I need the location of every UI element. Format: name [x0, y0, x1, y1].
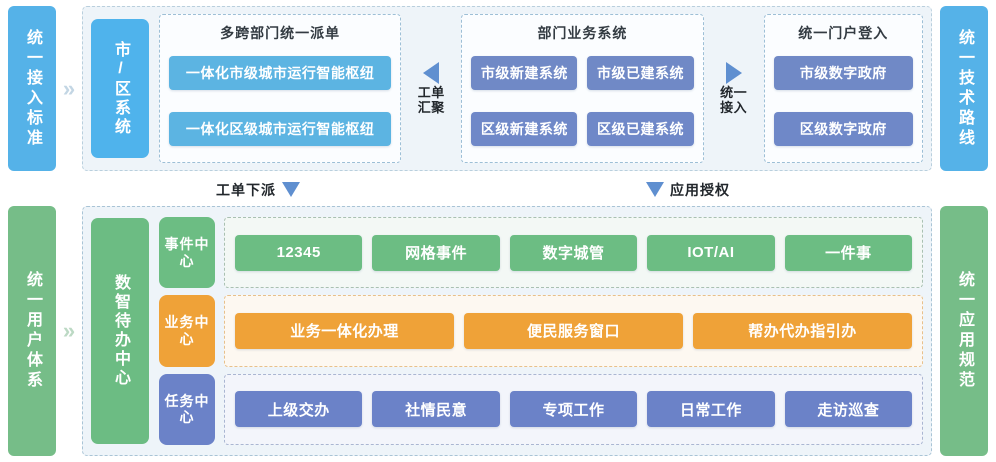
rail-label: 统一应用规范 [956, 271, 973, 391]
group-row: 区级新建系统 区级已建系统 [471, 112, 694, 146]
chevron-right-icon-bottom: » [56, 206, 82, 456]
rail-unified-app-spec: 统一应用规范 [940, 206, 988, 456]
chip-special-work[interactable]: 专项工作 [509, 391, 638, 428]
rail-label: 统一用户体系 [24, 271, 41, 391]
bottom-band: 统一用户体系 » 数智待办中心 事件中心 12345 网格事件 数字城管 IOT… [0, 204, 996, 462]
top-panel: 市/区系统 多跨部门统一派单 一体化市级城市运行智能枢纽 一体化区级城市运行智能… [82, 6, 932, 171]
group-unified-portal-login: 统一门户登入 市级数字政府 区级数字政府 [763, 14, 923, 163]
track-event-center: 12345 网格事件 数字城管 IOT/AI 一件事 [224, 217, 923, 289]
chip-12345[interactable]: 12345 [235, 234, 363, 271]
rail-label: 统一接入标准 [24, 28, 41, 149]
flow-label: 工单下派 [216, 181, 276, 198]
chip-district-existing-system[interactable]: 区级已建系统 [587, 112, 694, 146]
group-body: 市级数字政府 区级数字政府 [773, 49, 913, 153]
flow-label: 应用授权 [670, 181, 730, 198]
chevron-glyph: » [62, 318, 76, 343]
chip-assisted-agency-guidance[interactable]: 帮办代办指引办 [693, 312, 912, 349]
flow-application-authorization: 应用授权 [646, 175, 730, 204]
city-district-system-box[interactable]: 市/区系统 [91, 19, 149, 158]
chip-integrated-business-handling[interactable]: 业务一体化办理 [235, 312, 454, 349]
chevron-right-icon-top: » [56, 6, 82, 171]
group-body: 市级新建系统 市级已建系统 区级新建系统 区级已建系统 [471, 49, 694, 153]
bottom-rows: 事件中心 12345 网格事件 数字城管 IOT/AI 一件事 业务中心 业务一… [159, 214, 923, 448]
chip-grid-event[interactable]: 网格事件 [372, 234, 500, 271]
arrow-down-icon [282, 182, 300, 197]
group-department-business-systems: 部门业务系统 市级新建系统 市级已建系统 区级新建系统 区级已建系统 [461, 14, 704, 163]
connector-label: 工单汇聚 [417, 84, 445, 115]
smart-todo-center-label: 数智待办中心 [112, 274, 129, 388]
group-multi-department-dispatch: 多跨部门统一派单 一体化市级城市运行智能枢纽 一体化区级城市运行智能枢纽 [159, 14, 402, 163]
chip-iot-ai[interactable]: IOT/AI [647, 234, 775, 271]
chip-daily-work[interactable]: 日常工作 [647, 391, 775, 428]
arrow-right-icon [725, 61, 742, 84]
top-groups: 多跨部门统一派单 一体化市级城市运行智能枢纽 一体化区级城市运行智能枢纽 工单汇… [159, 14, 923, 163]
connector-unified-access: 统一接入 [714, 14, 754, 163]
city-district-system-label: 市/区系统 [112, 40, 129, 137]
row-event-center: 事件中心 12345 网格事件 数字城管 IOT/AI 一件事 [159, 217, 923, 289]
rail-label: 统一技术路线 [956, 28, 973, 149]
chip-city-hub[interactable]: 一体化市级城市运行智能枢纽 [169, 56, 392, 90]
chip-public-opinion[interactable]: 社情民意 [372, 391, 500, 428]
middle-flow-band: 工单下派 应用授权 [0, 175, 996, 204]
arrow-down-icon [646, 182, 664, 197]
row-business-center: 业务中心 业务一体化办理 便民服务窗口 帮办代办指引办 [159, 295, 923, 367]
center-tag-business[interactable]: 业务中心 [159, 295, 215, 367]
bottom-panel: 数智待办中心 事件中心 12345 网格事件 数字城管 IOT/AI 一件事 [82, 206, 932, 456]
chip-city-digital-government[interactable]: 市级数字政府 [773, 56, 913, 90]
track-business-center: 业务一体化办理 便民服务窗口 帮办代办指引办 [224, 295, 923, 367]
group-body: 一体化市级城市运行智能枢纽 一体化区级城市运行智能枢纽 [169, 49, 392, 153]
arrow-left-icon [423, 61, 440, 84]
rail-unified-access-standard: 统一接入标准 [8, 6, 56, 171]
chip-district-hub[interactable]: 一体化区级城市运行智能枢纽 [169, 112, 392, 146]
chip-visit-inspection[interactable]: 走访巡查 [784, 391, 913, 428]
rail-unified-user-system: 统一用户体系 [8, 206, 56, 456]
flow-work-order-dispatch: 工单下派 [216, 175, 300, 204]
center-tag-event[interactable]: 事件中心 [159, 217, 215, 289]
chip-district-new-system[interactable]: 区级新建系统 [471, 112, 578, 146]
chip-convenience-service-window[interactable]: 便民服务窗口 [464, 312, 683, 349]
group-title: 统一门户登入 [798, 25, 889, 41]
connector-work-order-aggregation: 工单汇聚 [411, 14, 451, 163]
chip-city-new-system[interactable]: 市级新建系统 [471, 56, 578, 90]
group-row: 市级新建系统 市级已建系统 [471, 56, 694, 90]
chip-district-digital-government[interactable]: 区级数字政府 [773, 112, 913, 146]
connector-label: 统一接入 [720, 84, 748, 115]
smart-todo-center-box[interactable]: 数智待办中心 [91, 218, 149, 444]
chip-city-existing-system[interactable]: 市级已建系统 [587, 56, 694, 90]
group-title: 部门业务系统 [537, 25, 628, 41]
top-band: 统一接入标准 » 市/区系统 多跨部门统一派单 一体化市级城市运行智能枢纽 一体… [0, 0, 996, 175]
chip-one-thing[interactable]: 一件事 [784, 234, 913, 271]
center-tag-task[interactable]: 任务中心 [159, 373, 215, 445]
midband-inner: 工单下派 应用授权 [66, 175, 930, 204]
chip-digital-city-management[interactable]: 数字城管 [509, 234, 638, 271]
track-task-center: 上级交办 社情民意 专项工作 日常工作 走访巡查 [224, 373, 923, 445]
row-task-center: 任务中心 上级交办 社情民意 专项工作 日常工作 走访巡查 [159, 373, 923, 445]
group-title: 多跨部门统一派单 [220, 25, 341, 41]
chip-superior-assignment[interactable]: 上级交办 [235, 391, 363, 428]
chevron-glyph: » [62, 75, 76, 101]
rail-unified-tech-route: 统一技术路线 [940, 6, 988, 171]
